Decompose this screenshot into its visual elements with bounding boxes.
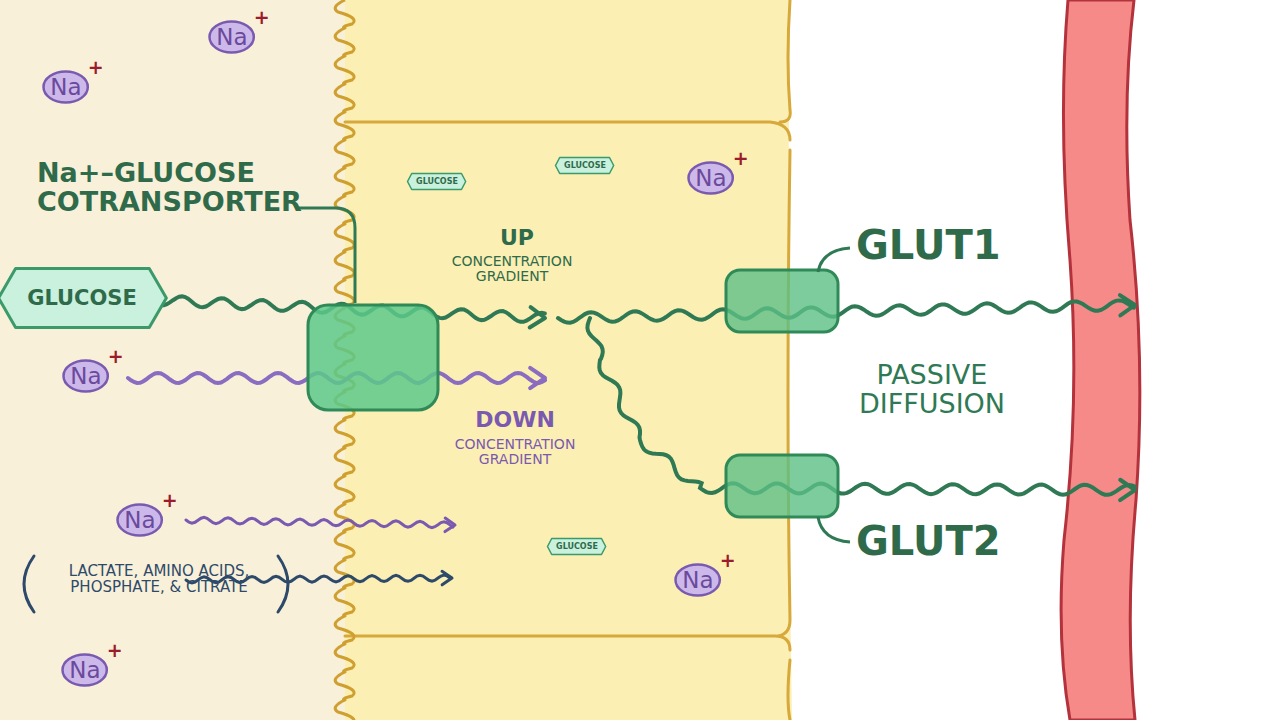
- outline: [689, 163, 733, 194]
- lumen: [0, 0, 350, 720]
- blood-vessel: [1061, 0, 1140, 720]
- glut1-leader: [818, 248, 850, 272]
- arrowhead: [445, 518, 455, 532]
- charge-sign: +: [108, 345, 124, 367]
- glut1-protein: [726, 270, 838, 332]
- gradient-label: CONCENTRATION GRADIENT: [430, 437, 600, 467]
- cotransporter-leader: [296, 208, 355, 303]
- arrowhead: [530, 307, 545, 327]
- node-text: Na: [124, 507, 155, 533]
- open-paren: [24, 556, 34, 612]
- transport-arrows: [128, 295, 1135, 585]
- wavy-arrow: [558, 300, 1134, 322]
- node-text: Na: [216, 24, 247, 50]
- outline: [676, 565, 720, 596]
- direction-label: UP: [477, 226, 557, 250]
- node-text: GLUCOSE: [564, 161, 606, 170]
- outline: [118, 505, 162, 536]
- glucose-molecule: GLUCOSE: [554, 156, 615, 175]
- process-label: PASSIVE DIFFUSION: [832, 360, 1032, 418]
- sodium-ion: Na+: [674, 563, 721, 597]
- charge-sign: +: [720, 549, 736, 571]
- protein-label: Na+–GLUCOSE COTRANSPORTER: [37, 158, 307, 216]
- node-text: Na: [70, 363, 101, 389]
- wavy-arrow: [186, 517, 453, 527]
- node-text: Na: [682, 567, 713, 593]
- sodium-ion: Na+: [42, 70, 89, 104]
- outline: [63, 655, 107, 686]
- node-text: Na: [695, 165, 726, 191]
- arrowhead: [442, 571, 452, 585]
- node-text: GLUCOSE: [27, 286, 137, 310]
- protein-label: GLUT2: [856, 520, 1016, 563]
- cotransporter-protein: [308, 305, 438, 410]
- sodium-ion: Na+: [208, 20, 255, 54]
- wavy-arrow: [587, 318, 1135, 495]
- node-text: Na: [50, 74, 81, 100]
- arrowhead: [530, 368, 545, 388]
- node-text: GLUCOSE: [556, 542, 598, 551]
- glucose-molecule: GLUCOSE: [546, 537, 607, 556]
- outline: [556, 157, 614, 173]
- outline: [548, 538, 606, 554]
- node-text: GLUCOSE: [416, 177, 458, 186]
- charge-sign: +: [88, 56, 104, 78]
- glut2-leader: [818, 517, 850, 542]
- protein-label: GLUT1: [856, 224, 1016, 267]
- outline: [408, 173, 466, 189]
- outline: [210, 22, 254, 53]
- glut2-protein: [726, 455, 838, 517]
- sodium-ion: Na+: [62, 359, 109, 393]
- close-paren: [278, 556, 288, 612]
- sodium-ion: Na+: [687, 161, 734, 195]
- sodium-ion: Na+: [61, 653, 108, 687]
- charge-sign: +: [162, 489, 178, 511]
- charge-sign: +: [107, 639, 123, 661]
- outline: [44, 72, 88, 103]
- glucose-molecule: GLUCOSE: [0, 267, 167, 329]
- direction-label: DOWN: [470, 408, 560, 432]
- outline: [0, 269, 166, 328]
- arrowhead: [1120, 295, 1135, 315]
- charge-sign: +: [733, 147, 749, 169]
- arrowhead: [1120, 480, 1135, 500]
- sodium-ion: Na+: [116, 503, 163, 537]
- outline: [64, 361, 108, 392]
- gradient-label: CONCENTRATION GRADIENT: [427, 254, 597, 284]
- node-text: Na: [69, 657, 100, 683]
- glucose-molecule: GLUCOSE: [406, 172, 467, 191]
- substrate-list: LACTATE, AMINO ACIDS, PHOSPHATE, & CITRA…: [40, 563, 278, 595]
- charge-sign: +: [254, 6, 270, 28]
